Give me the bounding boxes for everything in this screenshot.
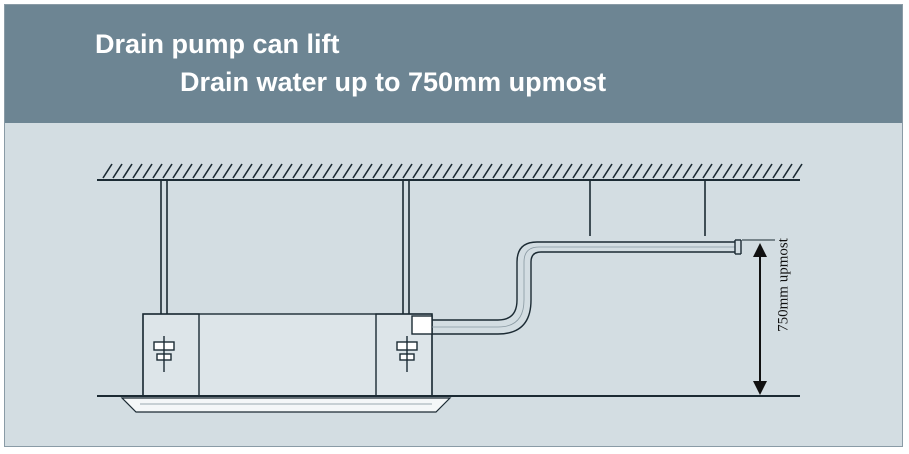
ceiling-hatching — [102, 163, 803, 179]
cassette-panel — [120, 397, 452, 413]
dimension-line — [742, 239, 775, 395]
ceiling — [97, 163, 803, 181]
title-line-2: Drain water up to 750mm upmost — [180, 67, 607, 97]
header-banner: Drain pump can lift Drain water up to 75… — [5, 5, 902, 123]
indoor-unit — [142, 313, 433, 397]
drain-pipe — [432, 239, 742, 335]
title-line-1: Drain pump can lift — [95, 29, 340, 59]
